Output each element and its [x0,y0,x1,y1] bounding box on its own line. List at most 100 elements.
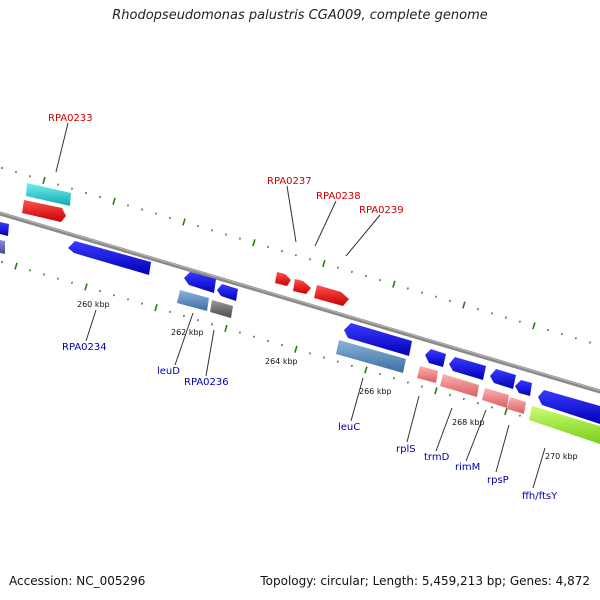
gene-features [0,183,600,444]
minor-tick [308,258,311,261]
minor-tick [406,381,409,384]
major-tick [252,239,256,247]
minor-tick [1,166,3,170]
minor-tick [113,294,115,297]
gene-blue-540[interactable] [538,390,600,424]
minor-tick [476,401,479,405]
minor-tick [281,249,283,253]
kbp-label-260: 260 kbp [77,300,110,309]
minor-tick [71,281,73,284]
major-tick [294,345,298,353]
minor-tick [57,183,59,186]
gene-label-rpsP[interactable]: rpsP [487,475,509,486]
gene-left-edge-blue[interactable] [0,222,9,236]
minor-tick [378,278,381,282]
minor-tick [99,289,101,293]
minor-tick [15,170,17,174]
kbp-labels: 260 kbp 262 kbp 264 kbp 266 kbp 268 kbp … [77,300,578,461]
gene-RPA0236-blue[interactable] [217,284,238,301]
minor-tick [85,191,87,195]
minor-tick [560,332,563,336]
minor-tick [267,245,269,249]
minor-tick [141,208,143,211]
gene-labels: RPA0233 RPA0237 RPA0238 RPA0239 RPA0234 … [48,113,558,502]
kbp-label-270: 270 kbp [545,452,578,461]
minor-tick [350,364,353,368]
gene-label-leuD[interactable]: leuD [157,366,180,377]
gene-leuD[interactable] [177,290,209,311]
gene-blue-490[interactable] [490,369,516,389]
minor-tick [43,273,45,276]
major-tick [182,218,186,226]
gene-blue-450[interactable] [449,357,486,380]
outer-tick-ring [1,166,591,344]
gene-left-edge-purple[interactable] [0,240,5,254]
gene-leuC-blue[interactable] [344,323,412,356]
gene-blue-516[interactable] [515,380,532,396]
gene-label-leuC[interactable]: leuC [338,422,360,433]
gene-RPA0236[interactable] [210,300,233,318]
genome-summary-text: Topology: circular; Length: 5,459,213 bp… [260,574,590,588]
gene-RPA0238[interactable] [293,279,311,294]
minor-tick [518,414,521,417]
gene-label-RPA0234[interactable]: RPA0234 [62,342,107,353]
minor-tick [476,307,479,311]
minor-tick [169,216,171,219]
gene-label-trmD[interactable]: trmD [424,452,450,463]
gene-label-RPA0233[interactable]: RPA0233 [48,113,93,124]
gene-blue-426[interactable] [425,349,446,367]
minor-tick [29,175,31,178]
kbp-label-268: 268 kbp [452,418,485,427]
gene-label-ffh-ftsY[interactable]: ffh/ftsY [522,491,558,502]
minor-tick [169,310,171,313]
minor-tick [267,339,269,343]
minor-tick [336,266,339,269]
major-tick [364,366,368,374]
minor-tick [239,237,241,240]
gene-RPA0237[interactable] [275,272,291,286]
minor-tick [490,312,493,315]
gene-RPA0233-cyan[interactable] [26,183,71,206]
gene-rplS[interactable] [417,366,438,383]
minor-tick [127,204,129,207]
gene-RPA0234[interactable] [68,241,151,275]
gene-leuD-blue[interactable] [184,272,216,293]
gene-label-rplS[interactable]: rplS [396,444,416,455]
gene-label-RPA0239[interactable]: RPA0239 [359,205,404,216]
minor-tick [420,385,423,388]
minor-tick [253,335,255,338]
minor-tick [155,212,157,215]
gene-trmD[interactable] [440,374,479,397]
minor-tick [518,320,521,323]
major-tick [14,262,18,270]
gene-label-rimM[interactable]: rimM [455,462,480,473]
major-tick [532,322,536,330]
minor-tick [336,360,339,363]
minor-tick [294,254,297,257]
kbp-label-262: 262 kbp [171,328,204,337]
kbp-label-264: 264 kbp [265,357,298,366]
gene-ffh-ftsY[interactable] [529,406,600,444]
minor-tick [141,302,143,305]
accession-text: Accession: NC_005296 [9,574,146,588]
minor-tick [197,225,199,228]
gene-leuC[interactable] [336,340,406,373]
minor-tick [1,260,3,264]
gene-rimM[interactable] [482,388,509,408]
gene-RPA0233-red[interactable] [22,200,66,222]
kbp-label-266: 266 kbp [359,387,392,396]
minor-tick [588,341,591,344]
gene-label-RPA0237[interactable]: RPA0237 [267,176,312,187]
gene-rpsP[interactable] [507,397,526,414]
major-tick [504,407,508,416]
major-tick [322,259,326,268]
label-pointers [55,122,546,489]
gene-label-RPA0236[interactable]: RPA0236 [184,377,229,388]
minor-tick [99,195,101,199]
major-tick [462,301,466,309]
gene-RPA0239[interactable] [314,285,349,306]
minor-tick [546,328,549,332]
gene-label-RPA0238[interactable]: RPA0238 [316,191,361,202]
